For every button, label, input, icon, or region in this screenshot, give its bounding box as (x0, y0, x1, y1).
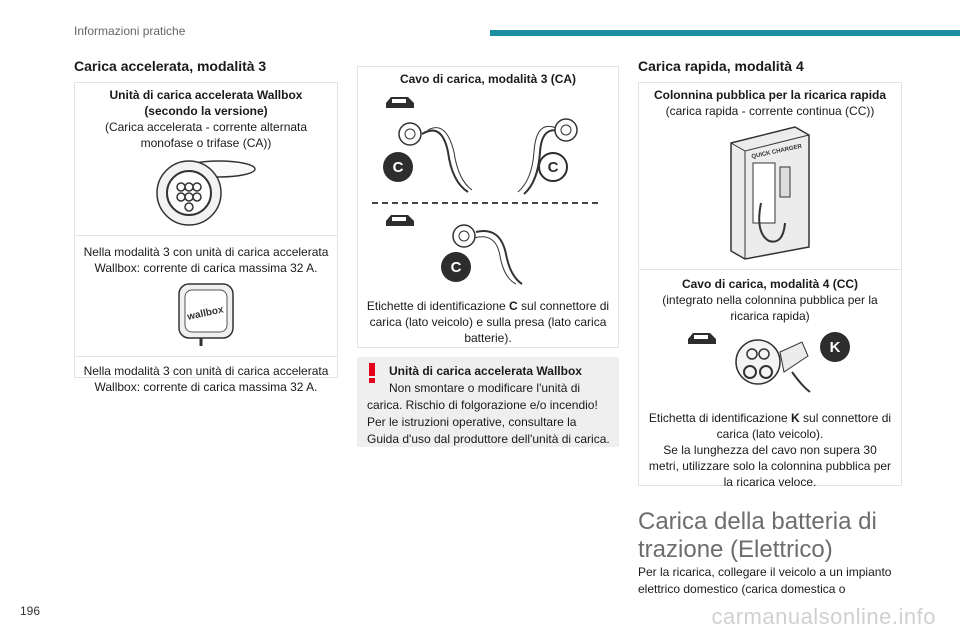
cable-mode4-title: Cavo di carica, modalità 4 (CC) (681, 277, 859, 291)
wallbox-cell-title: Unità di carica accelerata Wallbox (seco… (109, 88, 303, 118)
warning-text: carica. Rischio di folgorazione e/o ince… (367, 398, 610, 446)
label-c-dark: C (383, 152, 413, 182)
wallbox-unit-icon: wallbox (178, 283, 234, 346)
cable-length-note: Se la lunghezza del cavo non supera 30 m… (648, 443, 892, 489)
warning-title: Unità di carica accelerata Wallbox (389, 364, 582, 378)
wallbox-table: Unità di carica accelerata Wallbox (seco… (74, 82, 338, 394)
cable-mode4-caption: Etichetta di identificazione K sul conne… (648, 411, 892, 441)
charging-cable-single-illustration (452, 224, 523, 285)
dashed-separator (372, 202, 598, 204)
section-title-mode4: Carica rapida, modalità 4 (638, 58, 804, 74)
socket-outlet-icon (156, 160, 256, 226)
warning-box: Unità di carica accelerata Wallbox Non s… (357, 357, 619, 447)
fast-charge-cell-desc: (carica rapida - corrente continua (CC)) (665, 104, 875, 118)
wallbox-cell-2-desc: Nella modalità 3 con unità di carica acc… (83, 245, 329, 275)
fast-charge-table: Colonnina pubblica per la ricarica rapid… (638, 82, 902, 489)
watermark: carmanualsonline.info (711, 604, 936, 629)
wallbox-cell-3: Nella modalità 3 con unità di carica acc… (75, 356, 337, 395)
warning-exclamation-icon (369, 363, 375, 383)
wallbox-cell-desc: (Carica accelerata - corrente alternata … (104, 120, 308, 150)
header-accent-bar (490, 30, 960, 36)
warning-line1: Non smontare o modificare l'unità di (389, 381, 581, 395)
fast-charge-cell-2: Cavo di carica, modalità 4 (CC) (integra… (639, 269, 901, 490)
page-number: 196 (20, 604, 41, 618)
label-c-dark-2: C (441, 252, 471, 282)
wallbox-cell-1: Unità di carica accelerata Wallbox (seco… (75, 83, 337, 231)
traction-battery-body: Per la ricarica, collegare il veicolo a … (638, 565, 892, 596)
cable-mode4-desc: (integrato nella colonnina pubblica per … (662, 293, 878, 323)
cable-mode3-box: Cavo di carica, modalità 3 (CA) (357, 66, 619, 348)
quick-charger-station-icon: QUICK CHARGER (730, 126, 810, 260)
car-icon-3 (688, 333, 716, 344)
running-header: Informazioni pratiche (74, 24, 186, 38)
car-icon (386, 97, 414, 108)
charging-cable-illustration (398, 118, 578, 195)
wallbox-cell-3-desc: Nella modalità 3 con unità di carica acc… (83, 364, 329, 394)
label-c-light: C (538, 152, 568, 182)
traction-battery-heading: Carica della batteria di trazione (Elett… (638, 508, 877, 563)
fast-charge-cell-title: Colonnina pubblica per la ricarica rapid… (653, 88, 887, 102)
cable-mode3-caption: Etichette di identificazione C sul conne… (366, 299, 610, 345)
cable-mode3-title: Cavo di carica, modalità 3 (CA) (399, 72, 577, 86)
label-k: K (820, 332, 850, 362)
fast-charge-cell-1: Colonnina pubblica per la ricarica rapid… (639, 83, 901, 269)
section-title-mode3: Carica accelerata, modalità 3 (74, 58, 267, 74)
wallbox-cell-2: Nella modalità 3 con unità di carica acc… (75, 235, 337, 352)
chademo-connector-icon (735, 339, 811, 393)
car-icon-2 (386, 215, 414, 226)
